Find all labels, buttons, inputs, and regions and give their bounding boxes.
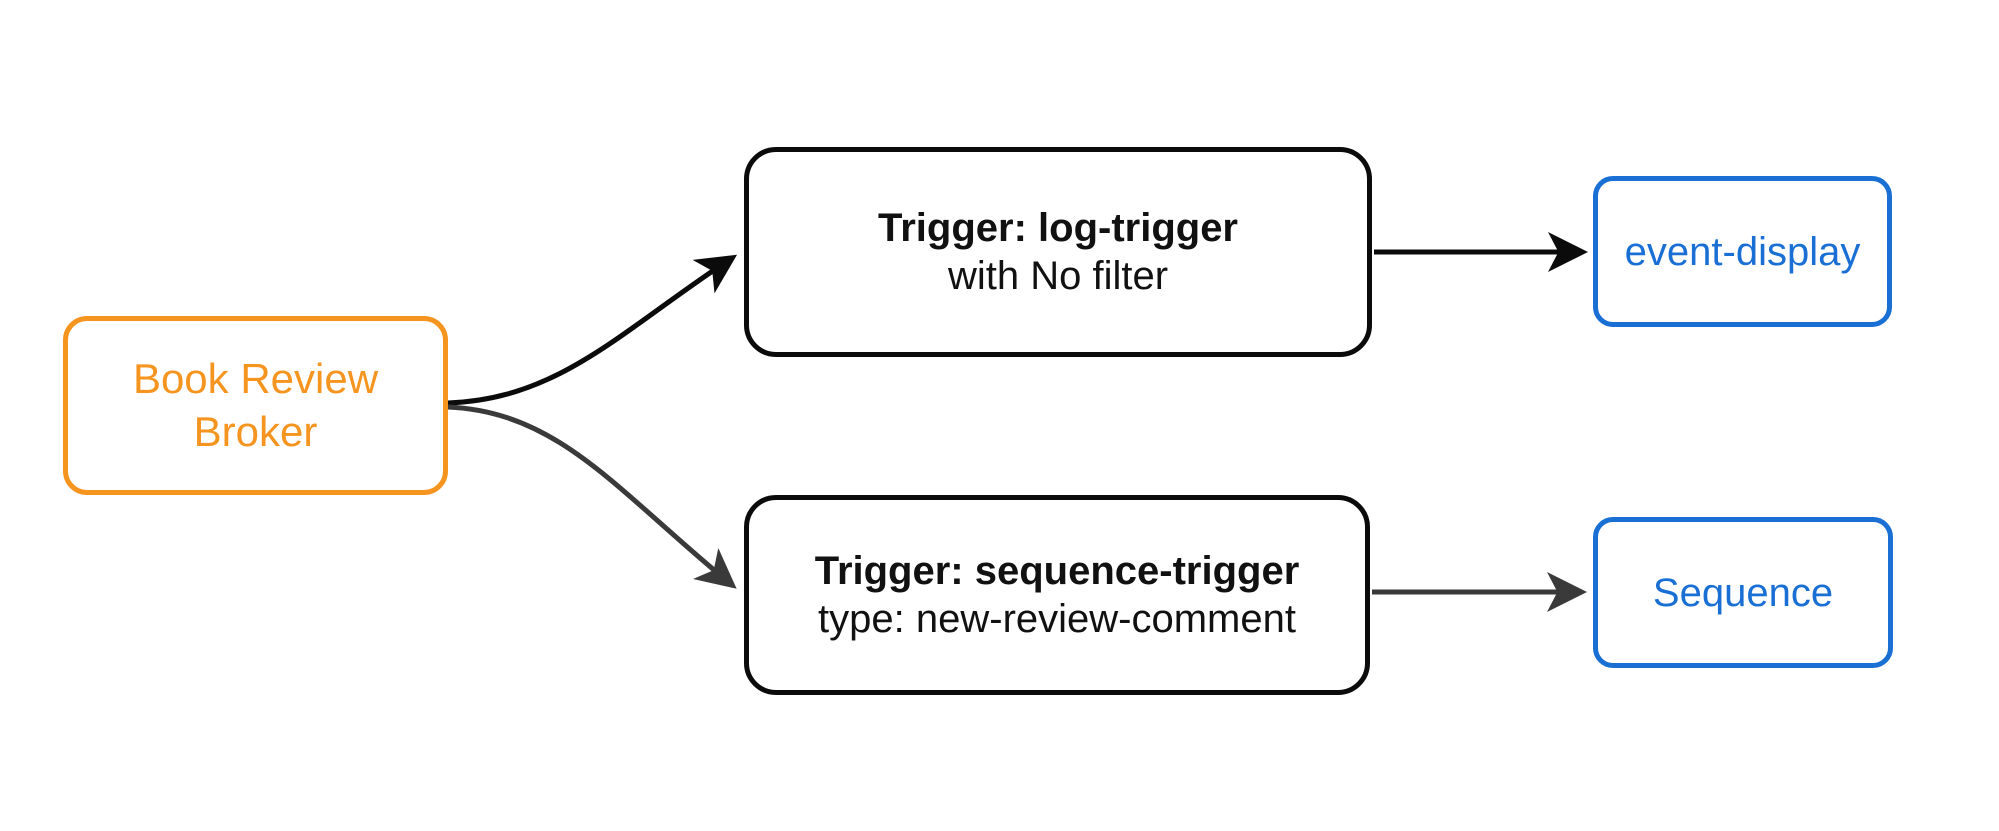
node-label: Sequence [1652, 570, 1834, 615]
edge-broker-to-sequence-trigger [445, 404, 737, 589]
trigger-subtitle: type: new-review-comment [818, 597, 1296, 641]
trigger-title: Trigger: log-trigger [878, 206, 1238, 250]
node-label: event-display [1624, 229, 1861, 274]
node-sequence-trigger: Trigger: sequence-trigger type: new-revi… [744, 495, 1370, 695]
trigger-subtitle: with No filter [947, 254, 1169, 298]
node-sequence: Sequence [1593, 517, 1893, 668]
node-label-line: Book Review [132, 355, 379, 403]
node-event-display: event-display [1593, 176, 1892, 327]
node-label-line: Broker [193, 407, 318, 455]
node-log-trigger: Trigger: log-trigger with No filter [744, 147, 1372, 357]
edge-broker-to-log-trigger [445, 254, 738, 406]
node-book-review-broker: Book Review Broker [63, 316, 448, 495]
trigger-title: Trigger: sequence-trigger [814, 549, 1300, 593]
